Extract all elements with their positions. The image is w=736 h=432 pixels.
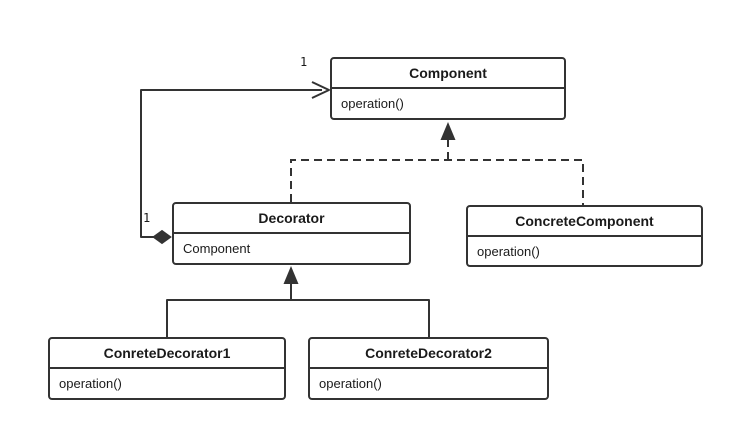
multiplicity-label-top: 1	[300, 55, 308, 69]
class-member: operation()	[319, 376, 382, 391]
class-box-conrete-decorator2: ConreteDecorator2 operation()	[308, 337, 549, 400]
composition-diamond-icon	[152, 229, 172, 245]
class-title: ConreteDecorator2	[310, 339, 547, 369]
class-title: ConcreteComponent	[468, 207, 701, 237]
class-title: Component	[332, 59, 564, 89]
generalization-line	[166, 299, 430, 337]
class-member: operation()	[59, 376, 122, 391]
class-member: operation()	[477, 244, 540, 259]
class-title: ConreteDecorator1	[50, 339, 284, 369]
class-box-conrete-decorator1: ConreteDecorator1 operation()	[48, 337, 286, 400]
class-member: Component	[183, 241, 251, 256]
class-box-concrete-component: ConcreteComponent operation()	[466, 205, 703, 267]
class-title: Decorator	[174, 204, 409, 234]
composition-line	[140, 89, 322, 238]
class-member: operation()	[341, 96, 404, 111]
realization-line	[290, 159, 584, 205]
filled-triangle-arrowhead-icon	[283, 266, 299, 284]
filled-triangle-arrowhead-icon	[440, 122, 456, 140]
open-arrowhead-icon	[311, 81, 330, 99]
multiplicity-label-left: 1	[143, 211, 151, 225]
class-box-component: Component operation()	[330, 57, 566, 120]
class-box-decorator: Decorator Component	[172, 202, 411, 265]
